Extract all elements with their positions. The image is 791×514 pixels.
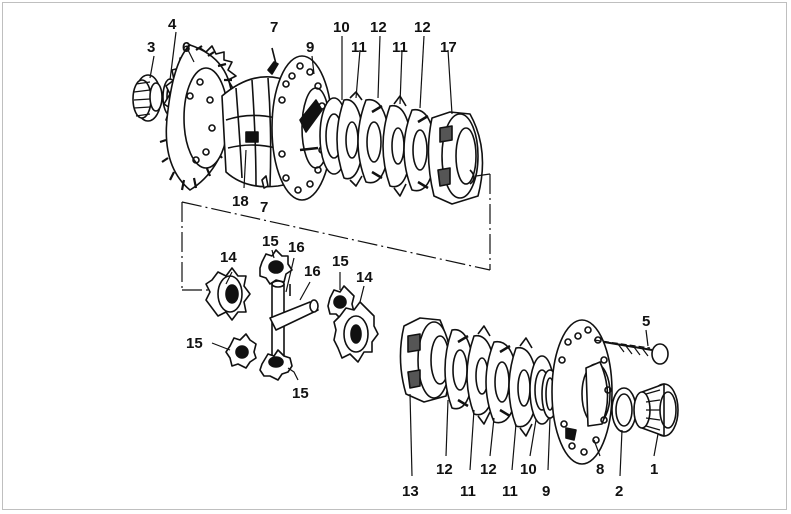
part-6-ring-gear [159,43,237,191]
label-14-right: 14 [356,269,373,286]
part-15-planet-bottom [259,349,293,381]
label-10-lower: 10 [520,461,537,478]
leader-lines-lower [409,329,659,477]
part-15-planet-right [327,285,355,321]
part-11-disc-upper-a [336,91,365,187]
part-12-disc-lower-a [444,328,475,410]
label-1: 1 [650,461,658,478]
part-1-bearing [633,383,679,437]
label-15-left: 15 [186,335,203,352]
part-15-planet-top [259,249,293,285]
part-15-planet-left [225,333,257,369]
part-16-cross-shaft [269,280,319,363]
part-7-pin-upper [267,47,279,75]
leader-lines-middle [211,249,365,381]
label-12-upper-b: 12 [414,19,431,36]
label-16-b: 16 [304,263,321,280]
label-14-left: 14 [220,249,237,266]
label-9-upper: 9 [306,39,314,56]
label-15-bottom: 15 [292,385,309,402]
label-11-upper-a: 11 [351,39,367,56]
label-9-lower: 9 [542,483,550,500]
label-15-right: 15 [332,253,349,270]
label-5: 5 [642,313,650,330]
label-6: 6 [182,39,190,56]
part-5-bolt [593,339,669,365]
phantom-bracket [181,173,491,291]
label-18: 18 [232,193,249,210]
part-3-bearing [132,74,163,122]
label-2: 2 [615,483,623,500]
label-11-lower-a: 11 [460,483,476,500]
label-17: 17 [440,39,457,56]
label-8: 8 [596,461,604,478]
part-8-flange-cover [551,319,613,465]
part-14-side-gear-left [205,267,251,321]
leader-lines-upper [149,31,453,189]
callout-labels: 3 4 6 7 9 10 11 12 11 12 17 18 7 14 15 1… [147,16,658,500]
label-3: 3 [147,39,155,56]
label-13: 13 [402,483,419,500]
part-12-disc-upper-a [357,98,391,184]
part-2-seal-ring [611,387,637,433]
label-16-a: 16 [288,239,305,256]
label-7-lower: 7 [260,199,268,216]
label-12-lower-b: 12 [480,461,497,478]
part-17-pressure-ring [427,111,484,205]
label-11-upper-b: 11 [392,39,408,56]
part-11-disc-lower-b [508,337,539,437]
label-10-upper: 10 [333,19,350,36]
label-12-upper-a: 12 [370,19,387,36]
label-11-lower-b: 11 [502,483,518,500]
part-13-pressure-ring [399,317,451,403]
part-7-pin-lower [261,175,269,189]
label-12-lower-a: 12 [436,461,453,478]
part-12-disc-upper-b [403,108,437,192]
label-4: 4 [168,16,177,33]
label-15-top: 15 [262,233,279,250]
part-14-side-gear-right [333,301,379,363]
label-7-upper: 7 [270,19,278,36]
